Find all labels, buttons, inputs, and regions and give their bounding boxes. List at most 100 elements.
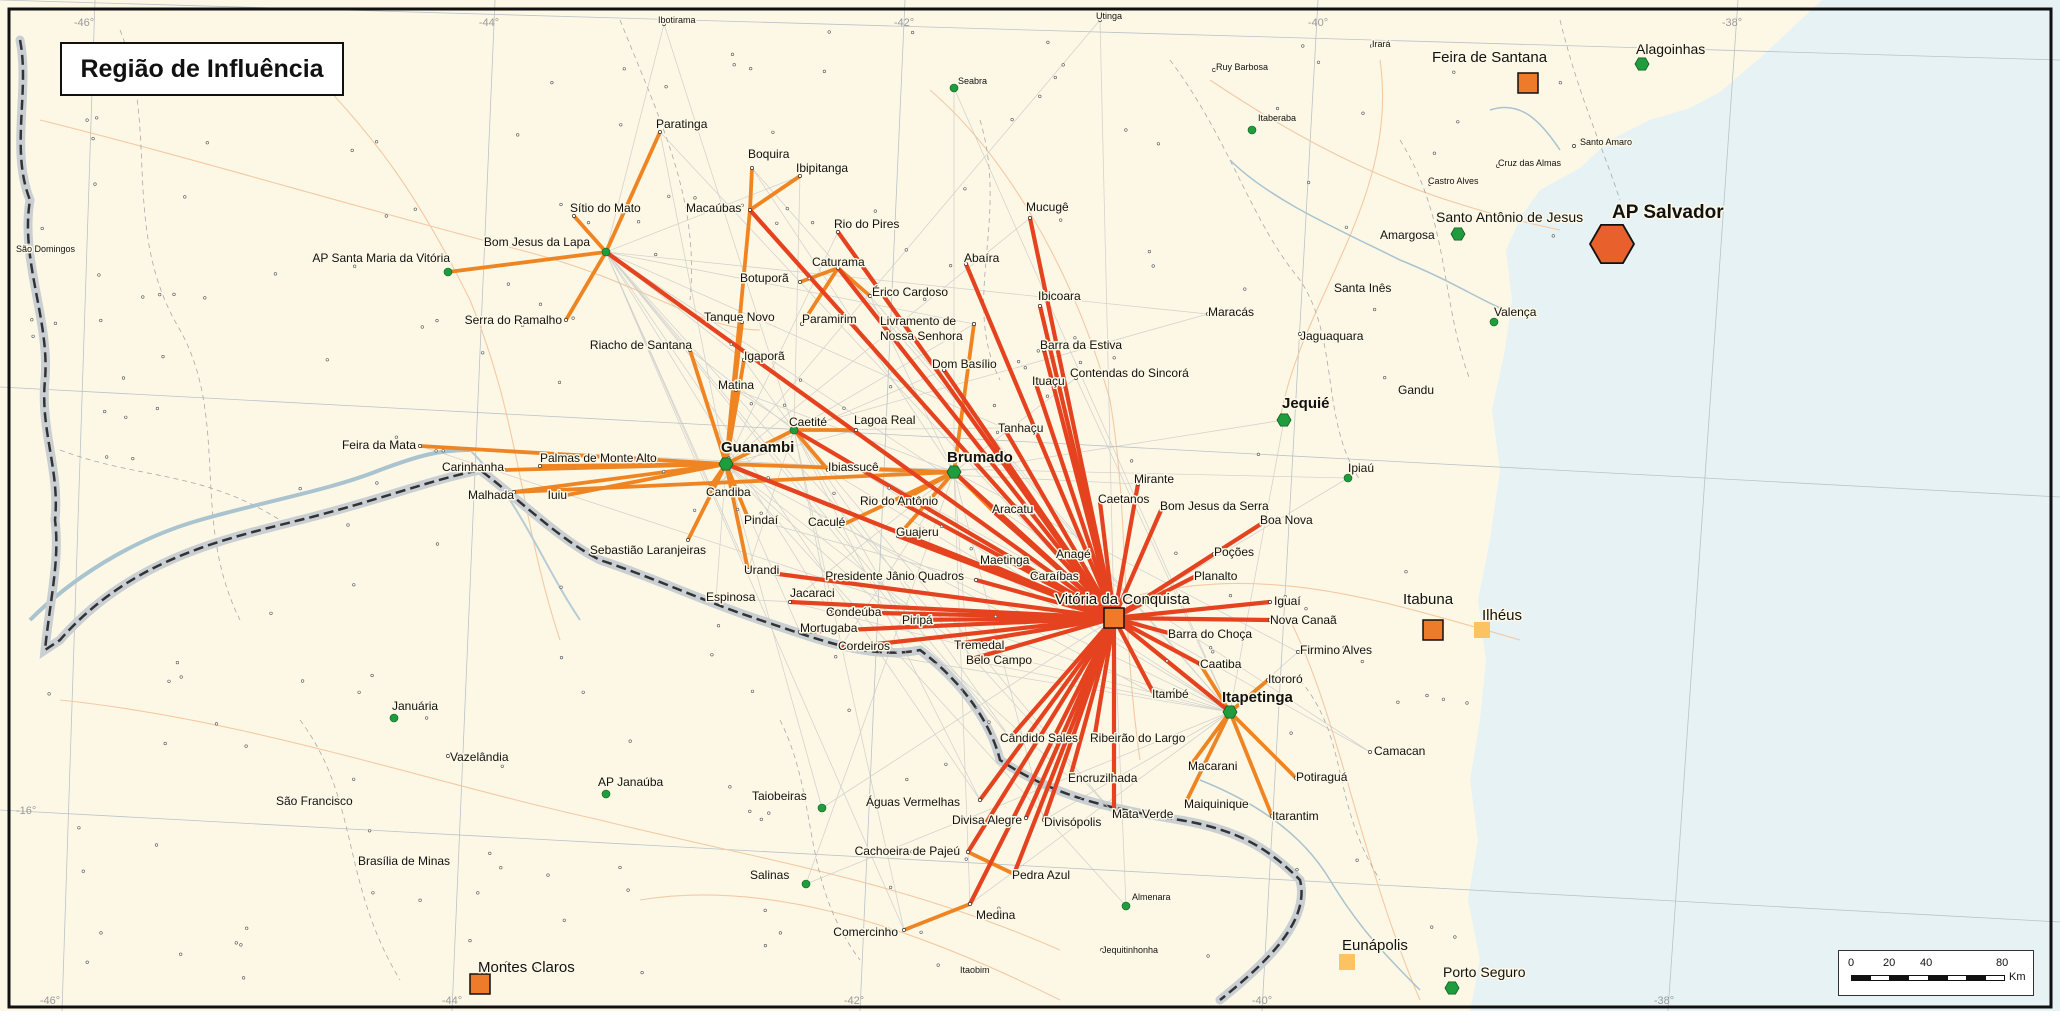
city-label-planalto[interactable]: Planalto: [1193, 568, 1240, 585]
city-label-maiquinique[interactable]: Maiquinique: [1183, 796, 1251, 813]
city-label-sitio-do-mato[interactable]: Sítio do Mato: [569, 200, 643, 217]
city-label-santo-amaro[interactable]: Santo Amaro: [1579, 136, 1634, 149]
city-label-sao-francisco[interactable]: São Francisco: [275, 793, 355, 810]
city-label-presidente-janio-quadros[interactable]: Presidente Jânio Quadros: [824, 568, 966, 585]
city-label-caturama[interactable]: Caturama: [811, 254, 867, 271]
city-label-porto-seguro[interactable]: Porto Seguro: [1442, 963, 1528, 982]
city-label-belo-campo[interactable]: Belo Campo: [965, 652, 1034, 669]
city-label-eunapolis[interactable]: Eunápolis: [1341, 936, 1410, 956]
city-label-igapora[interactable]: Igaporã: [743, 348, 787, 365]
city-label-utinga[interactable]: Utinga: [1095, 10, 1124, 23]
city-label-amargosa[interactable]: Amargosa: [1379, 227, 1437, 244]
town-marker-taiobeiras[interactable]: [817, 803, 827, 813]
sub-regional-marker-eunapolis[interactable]: [1339, 954, 1355, 970]
city-label-aguas-vermelhas[interactable]: Águas Vermelhas: [864, 793, 961, 811]
town-marker-ipiau[interactable]: [1343, 473, 1353, 483]
city-label-livramento-de[interactable]: Livramento de: [879, 313, 958, 330]
city-label-feira-da-mata[interactable]: Feira da Mata: [340, 437, 417, 454]
city-label-ap-salvador[interactable]: AP Salvador: [1611, 201, 1726, 225]
city-label-brasilia-de-minas[interactable]: Brasília de Minas: [357, 853, 452, 870]
city-label-divisa-alegre[interactable]: Divisa Alegre: [950, 812, 1023, 829]
city-label-santa-ines[interactable]: Santa Inês: [1333, 280, 1393, 297]
city-label-ap-janauba[interactable]: AP Janaúba: [597, 774, 665, 791]
city-label-botupora[interactable]: Botuporã: [739, 270, 791, 287]
city-label-itaobim[interactable]: Itaobim: [959, 964, 992, 977]
city-label-ribeirao-do-largo[interactable]: Ribeirão do Largo: [1089, 730, 1188, 747]
city-label-irara[interactable]: Irará: [1371, 38, 1393, 51]
city-label-rio-do-pires[interactable]: Rio do Pires: [833, 216, 901, 233]
city-label-pocoes[interactable]: Poções: [1213, 544, 1256, 561]
city-label-espinosa[interactable]: Espinosa: [705, 589, 758, 606]
city-label-lagoa-real[interactable]: Lagoa Real: [853, 412, 917, 429]
city-label-caraibas[interactable]: Caraíbas: [1029, 568, 1081, 585]
city-label-itaberaba[interactable]: Itaberaba: [1257, 112, 1298, 125]
city-label-jequitinhonha[interactable]: Jequitinhonha: [1101, 944, 1160, 957]
city-label-riacho-de-santana[interactable]: Riacho de Santana: [588, 337, 693, 354]
city-label-jequie[interactable]: Jequié: [1281, 394, 1332, 414]
city-label-firmino-alves[interactable]: Firmino Alves: [1299, 642, 1374, 659]
city-label-macarani[interactable]: Macarani: [1187, 758, 1239, 775]
city-label-feira-de-santana[interactable]: Feira de Santana: [1431, 48, 1550, 68]
city-label-cordeiros[interactable]: Cordeiros: [837, 638, 892, 655]
zone-centre-marker-itapetinga[interactable]: [1222, 705, 1238, 719]
city-label-paratinga[interactable]: Paratinga: [655, 116, 710, 133]
town-marker-ap-santa-maria-da-vitoria[interactable]: [443, 267, 453, 277]
city-label-tanque-novo[interactable]: Tanque Novo: [703, 309, 777, 326]
city-label-ruy-barbosa[interactable]: Ruy Barbosa: [1215, 61, 1270, 74]
sub-regional-marker-ilheus[interactable]: [1474, 622, 1490, 638]
city-label-caetanos[interactable]: Caetanos: [1097, 491, 1151, 508]
city-label-sebastiao-laranjeiras[interactable]: Sebastião Laranjeiras: [588, 542, 707, 559]
city-label-valenca[interactable]: Valença: [1493, 304, 1539, 321]
city-label-maetinga[interactable]: Maetinga: [979, 552, 1032, 569]
zone-centre-marker-santo-antonio-de-jesus[interactable]: [1450, 227, 1466, 241]
city-label-dom-basilio[interactable]: Dom Basílio: [931, 356, 999, 373]
city-label-brumado[interactable]: Brumado: [946, 448, 1015, 468]
city-label-tanhacu[interactable]: Tanhaçu: [997, 420, 1045, 437]
city-label-cachoeira-de-pajeu[interactable]: Cachoeira de Pajeú: [853, 843, 961, 860]
city-label-vitoria-da-conquista[interactable]: Vitória da Conquista: [1054, 590, 1192, 610]
city-label-itapetinga[interactable]: Itapetinga: [1221, 688, 1295, 708]
city-label-taiobeiras[interactable]: Taiobeiras: [751, 788, 809, 805]
city-label-encruzilhada[interactable]: Encruzilhada: [1067, 770, 1140, 787]
city-label-medina[interactable]: Medina: [975, 907, 1018, 924]
city-label-jaguaquara[interactable]: Jaguaquara: [1299, 328, 1366, 345]
city-label-bom-jesus-da-lapa[interactable]: Bom Jesus da Lapa: [482, 234, 591, 251]
city-label-serra-do-ramalho[interactable]: Serra do Ramalho: [463, 312, 564, 329]
city-label-potiragua[interactable]: Potiraguá: [1295, 769, 1350, 786]
city-label-ipiau[interactable]: Ipiaú: [1347, 460, 1376, 477]
city-label-rio-do-antonio[interactable]: Rio do Antônio: [859, 493, 940, 510]
city-label-caatiba[interactable]: Caatiba: [1199, 656, 1244, 673]
city-label-jacaraci[interactable]: Jacaraci: [789, 585, 837, 602]
city-label-gandu[interactable]: Gandu: [1397, 382, 1436, 399]
city-label-ap-santa-maria-da-vitoria[interactable]: AP Santa Maria da Vitória: [311, 250, 452, 267]
zone-centre-marker-brumado[interactable]: [946, 465, 962, 479]
city-label-iguai[interactable]: Iguaí: [1273, 593, 1303, 610]
city-label-nossa-senhora[interactable]: Nossa Senhora: [879, 328, 965, 345]
town-marker-caetite[interactable]: [789, 425, 799, 435]
city-label-tremedal[interactable]: Tremedal: [953, 637, 1006, 654]
city-label-candiba[interactable]: Candiba: [705, 484, 753, 501]
city-label-mucuge[interactable]: Mucugê: [1025, 199, 1071, 216]
city-label-pindai[interactable]: Pindaí: [743, 512, 781, 529]
city-label-candido-sales[interactable]: Cândido Sales: [999, 730, 1080, 747]
regional-centre-marker-itabuna[interactable]: [1422, 619, 1444, 641]
city-label-comercinho[interactable]: Comercinho: [832, 924, 900, 941]
city-label-sao-domingos[interactable]: São Domingos: [15, 243, 78, 256]
zone-centre-marker-alagoinhas[interactable]: [1634, 57, 1650, 71]
city-label-nova-canaa[interactable]: Nova Canaã: [1269, 612, 1339, 629]
city-label-guajeru[interactable]: Guajeru: [895, 524, 941, 541]
city-label-almenara[interactable]: Almenara: [1131, 891, 1173, 904]
city-label-ibotirama[interactable]: Ibotirama: [657, 14, 698, 27]
city-label-mirante[interactable]: Mirante: [1133, 471, 1176, 488]
city-label-contendas-do-sincora[interactable]: Contendas do Sincorá: [1069, 365, 1191, 382]
city-label-boquira[interactable]: Boquira: [747, 146, 792, 163]
city-label-cruz-das-almas[interactable]: Cruz das Almas: [1497, 157, 1564, 170]
town-marker-valenca[interactable]: [1489, 317, 1499, 327]
city-label-iuiu[interactable]: Iuiu: [546, 487, 568, 504]
city-label-divisopolis[interactable]: Divisópolis: [1043, 814, 1103, 831]
city-label-urandi[interactable]: Urandi: [743, 562, 781, 579]
city-label-ituacu[interactable]: Ituaçu: [1031, 373, 1067, 390]
zone-centre-marker-guanambi[interactable]: [718, 457, 734, 471]
city-label-piripa[interactable]: Piripá: [901, 612, 935, 629]
city-label-barra-da-estiva[interactable]: Barra da Estiva: [1039, 337, 1124, 354]
